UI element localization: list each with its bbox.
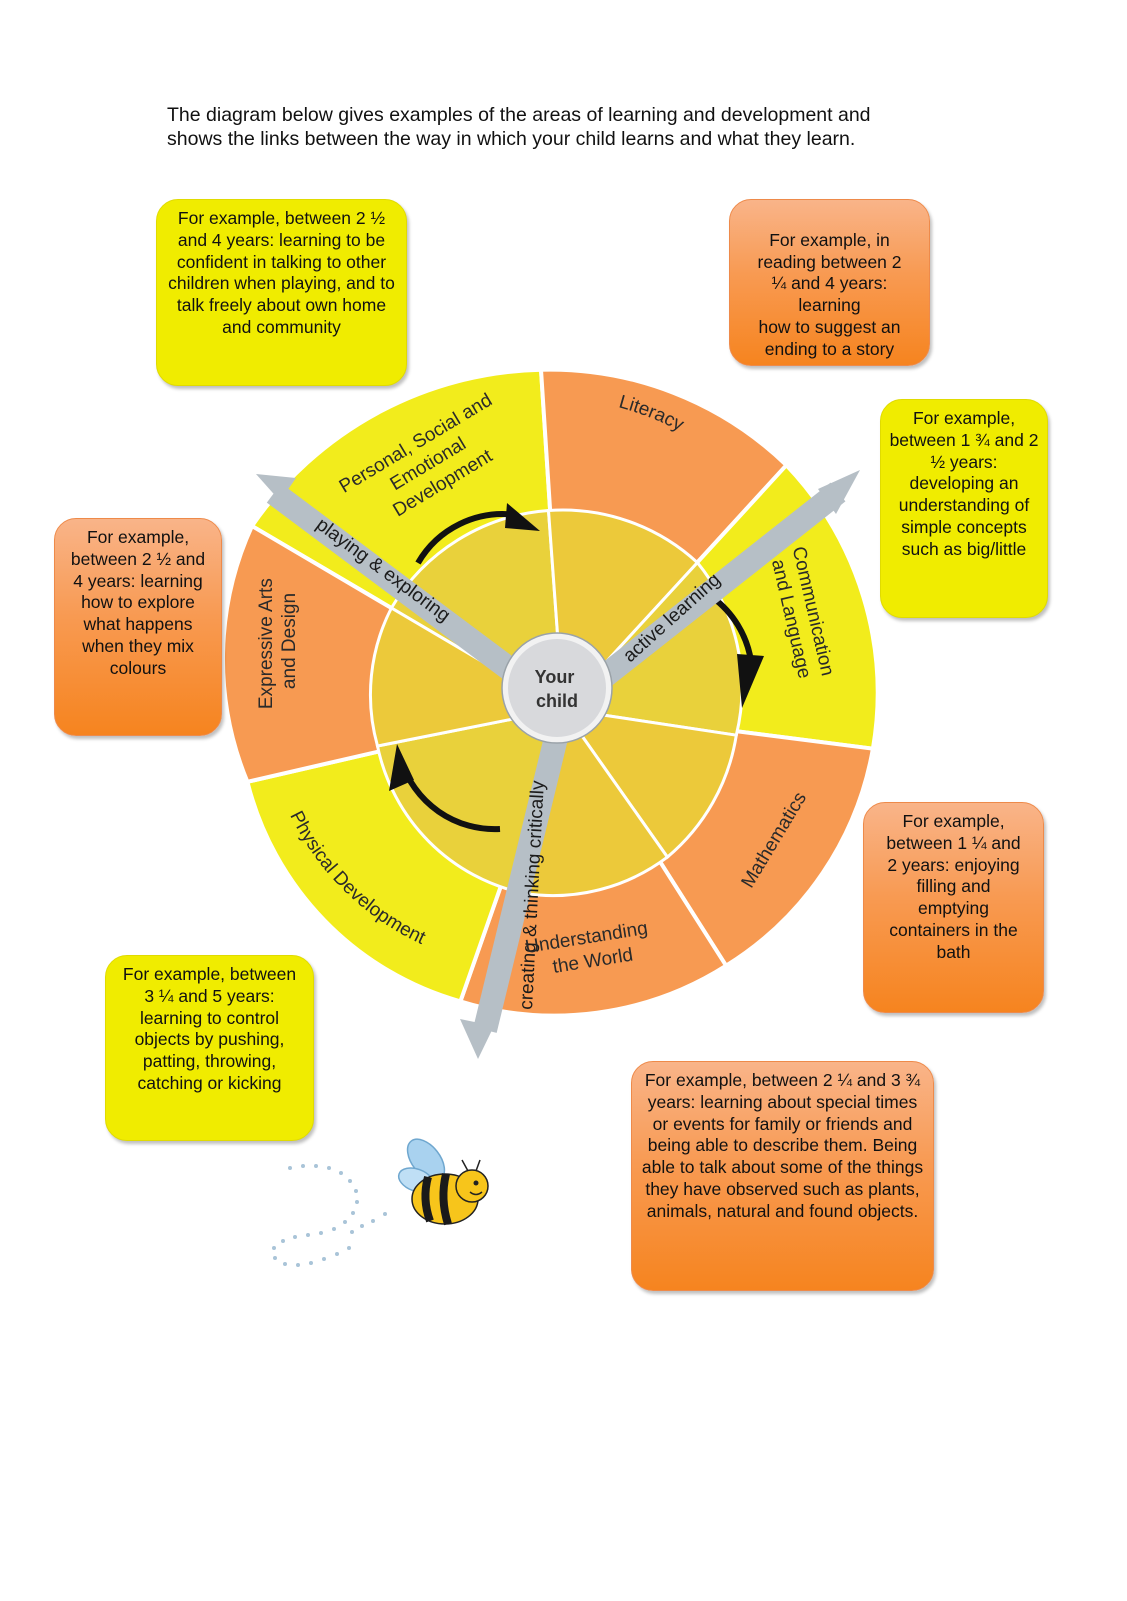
example-box-mathematics: For example, between 1 ¼ and 2 years: en… [863,802,1044,1013]
example-text: For example, between 3 ¼ and 5 years: le… [122,964,297,1093]
cycle-arrowheads [389,503,764,791]
intro-line-1: The diagram below gives examples of the … [167,104,871,126]
cycle-arrowhead-right [737,654,764,708]
center-hub: Your child [501,632,613,744]
example-box-communication: For example, between 1 ¾ and 2 ½ years: … [880,399,1048,618]
example-box-personal-social: For example, between 2 ½ and 4 years: le… [156,199,407,386]
bee-head [455,1169,489,1203]
example-text: For example, between 2 ¼ and 3 ¾ years: … [641,1070,924,1221]
cycle-arrowhead-top [505,503,540,531]
bee-illustration [272,1138,489,1267]
cycle-arrowhead-bottom [389,744,414,791]
spoke-arrowhead-active [818,470,860,514]
intro-line-2: shows the links between the way in which… [167,128,856,150]
center-label: Your child [535,667,580,711]
label-expressive-arts: Expressive Arts and Design [256,573,300,709]
example-text: For example, in reading between 2 ¼ and … [757,229,902,359]
example-text: For example, between 2 ½ and 4 years: le… [70,527,206,678]
example-box-understanding-world: For example, between 2 ¼ and 3 ¾ years: … [631,1061,934,1291]
example-text: For example, between 1 ¾ and 2 ½ years: … [889,408,1039,559]
example-text: For example, between 1 ¼ and 2 years: en… [886,811,1021,962]
intro-text: The diagram below gives examples of the … [167,103,987,151]
inner-segment-mathematics [559,706,739,860]
example-box-literacy: For example, in reading between 2 ¼ and … [729,199,930,366]
example-text: For example, between 2 ½ and 4 years: le… [168,208,395,337]
spoke-creating-thinking [473,706,575,1033]
spoke-arrowhead-playing [256,474,296,501]
inner-segment-physical [375,707,565,896]
cycle-arrow-top [415,511,517,565]
example-box-expressive-arts: For example, between 2 ½ and 4 years: le… [54,518,222,736]
example-box-physical: For example, between 3 ¼ and 5 years: le… [105,955,314,1141]
bee-trail [272,1164,387,1267]
spoke-arrowhead-creating [460,1019,494,1059]
center-circle [502,633,612,743]
